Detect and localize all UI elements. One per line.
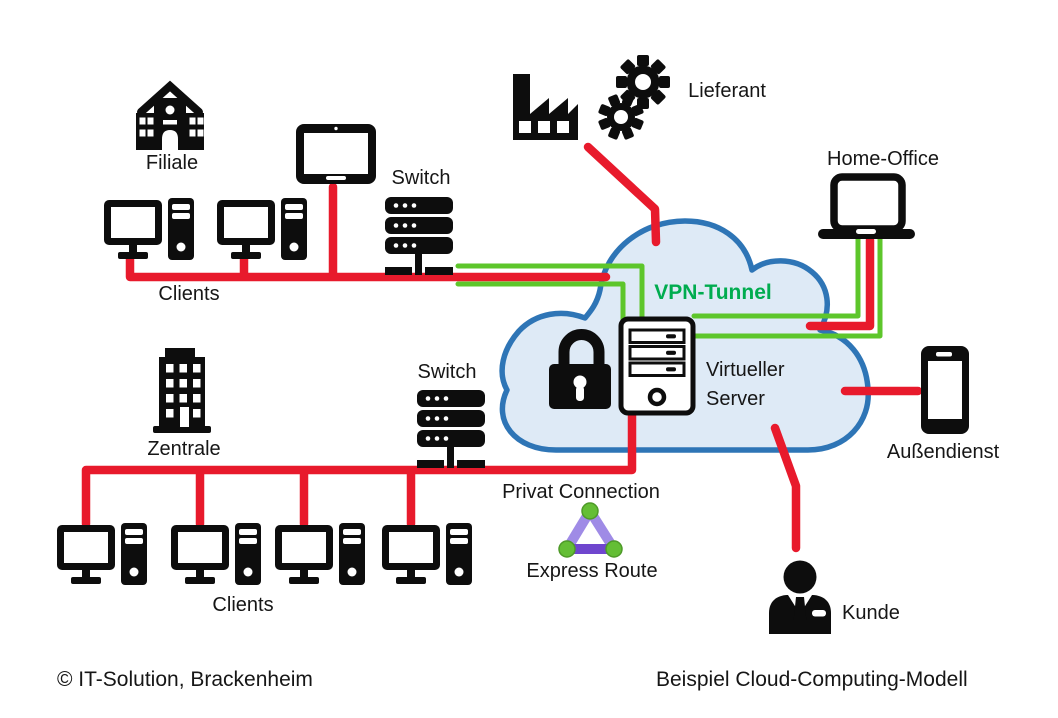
client-pc-icon [104,198,194,260]
laptop-icon [818,173,915,239]
homeoffice-red-line [805,235,875,331]
vpn-line-homeoffice-inner [691,235,883,339]
padlock-icon [549,329,611,409]
lieferant-label: Lieferant [688,80,766,102]
express-route-triangle-icon [558,502,623,558]
network-switch-icon [385,197,453,275]
zentrale-lan-line [81,410,637,529]
copyright-text: © IT-Solution, Brackenheim [57,668,313,691]
vpn-line-switch-outer [455,263,645,323]
red-connections [81,142,923,553]
switch-top-label: Switch [391,167,451,189]
lieferant-cloud-line [583,142,661,247]
vpn-line-switch-inner [455,281,626,323]
express-route-label: Express Route [526,560,658,582]
home-office-label: Home-Office [827,148,939,170]
client-pc-icon [171,523,261,585]
vpn-tunnel-label: VPN-Tunnel [654,281,772,304]
kunde-label: Kunde [842,602,900,624]
client-pc-icon [275,523,365,585]
clients-top-label: Clients [158,283,220,305]
tablet-icon [296,124,376,184]
kunde-cloud-line [770,423,801,553]
filiale-lan-line [125,252,611,282]
gear-large [616,55,670,109]
client-pc-icon [382,523,472,585]
caption-text: Beispiel Cloud-Computing-Modell [656,668,968,691]
gear-small [598,94,644,140]
gears-icon [598,55,670,140]
server-tower-icon [618,316,696,416]
office-building-icon [153,348,211,433]
clients-bottom-label: Clients [212,594,274,616]
smartphone-icon [921,346,969,434]
aussendienst-label: Außendienst [886,441,1000,463]
businessman-icon [769,560,831,634]
factory-icon [513,74,578,140]
network-switch-icon [417,390,485,468]
virtueller-server-label: Virtueller Server [706,359,785,410]
switch-bottom-label: Switch [417,361,477,383]
filiale-label: Filiale [145,152,199,174]
vpn-tunnel-lines [455,235,883,339]
vpn-line-homeoffice-outer [691,235,861,319]
zentrale-label: Zentrale [147,438,221,460]
client-pc-icon [217,198,307,260]
school-building-icon [136,80,204,150]
client-pc-icon [57,523,147,585]
privat-connection-label: Privat Connection [502,481,660,503]
